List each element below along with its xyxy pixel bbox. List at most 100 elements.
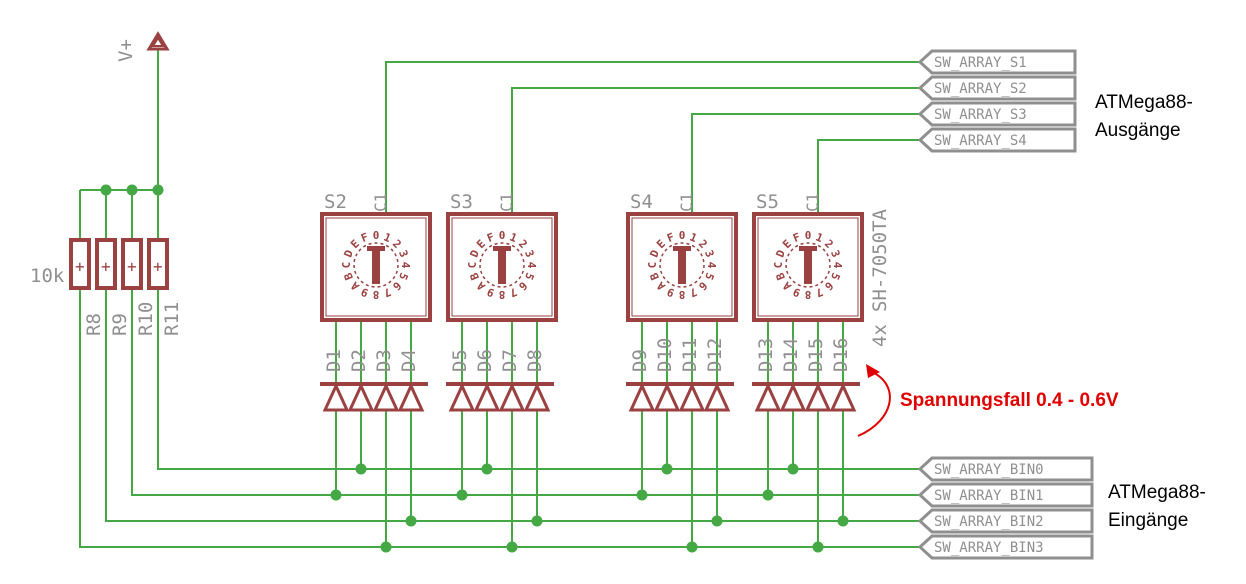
diode-name-label: D3 <box>373 349 395 372</box>
dial-character: F <box>359 230 370 245</box>
diode-triangle <box>397 382 425 412</box>
dial-character: 6 <box>696 279 710 293</box>
resistor-value-label: 10k <box>30 265 65 287</box>
dial-character: C <box>646 262 659 269</box>
input-port <box>917 482 1094 508</box>
dial-character: A <box>348 279 362 293</box>
resistor-plus-mark: + <box>153 257 163 276</box>
dial-pointer-top <box>493 246 511 251</box>
junction-dot <box>762 489 774 501</box>
dial-character: 9 <box>485 285 496 300</box>
dial-pointer-top <box>367 246 385 251</box>
diode-triangle <box>703 382 731 412</box>
output-port-label: SW_ARRAY_S1 <box>934 55 1027 71</box>
dial-character: 6 <box>822 279 836 293</box>
switch-pin-label: C1 <box>497 193 516 212</box>
supply-label: V+ <box>115 39 137 62</box>
dial-character: F <box>665 230 676 245</box>
diode-name-label: D9 <box>629 349 651 372</box>
switch-name-label: S3 <box>450 191 473 213</box>
junction-dot <box>456 489 468 501</box>
diode-triangle <box>754 382 782 412</box>
junction-dot <box>812 541 824 553</box>
dial-character: 4 <box>525 262 538 269</box>
diode-triangle <box>829 382 857 412</box>
input-port-label: SW_ARRAY_BIN0 <box>934 462 1044 478</box>
dial-character: 5 <box>828 271 843 282</box>
rotary-switch-inner <box>451 217 553 317</box>
dial-character: C <box>340 262 353 269</box>
dial-character: 7 <box>382 285 393 300</box>
resistor-body <box>147 238 169 290</box>
dial-character: B <box>467 270 482 281</box>
annotation-arrow <box>857 371 891 437</box>
switch-pin-label: C1 <box>677 193 696 212</box>
dial-character: 4 <box>705 262 718 269</box>
output-port-label: SW_ARRAY_S2 <box>934 81 1027 97</box>
junction-dot <box>330 489 342 501</box>
dial-character: 3 <box>396 248 411 259</box>
resistor-plus-mark: + <box>127 257 137 276</box>
dial-character: B <box>341 270 356 281</box>
diode-name-label: D7 <box>499 349 521 372</box>
dial-character: D <box>773 248 788 259</box>
dial-ring <box>659 242 705 288</box>
dial-character: 9 <box>359 285 370 300</box>
dial-character: 0 <box>679 229 686 242</box>
junction-dot <box>711 515 723 527</box>
input-bus-line <box>131 288 920 496</box>
junction-dot <box>661 463 673 475</box>
junction-dot <box>636 489 648 501</box>
switch-pin-label: C1 <box>803 193 822 212</box>
diode-name-label: D8 <box>524 349 546 372</box>
output-port <box>917 49 1077 75</box>
outputs-note-line2: Ausgänge <box>1095 120 1181 141</box>
input-bus-line <box>157 288 920 470</box>
dial-character: 1 <box>508 230 519 245</box>
dial-pointer-icon <box>372 246 380 284</box>
dial-character: D <box>341 248 356 259</box>
input-port-label: SW_ARRAY_BIN1 <box>934 488 1044 504</box>
dial-character: D <box>467 248 482 259</box>
diode-triangle <box>322 382 350 412</box>
output-port <box>917 75 1077 101</box>
junction-dot <box>355 463 367 475</box>
rotary-switch-inner <box>757 217 859 317</box>
diode-triangle <box>523 382 551 412</box>
rotary-switch-body <box>752 212 864 322</box>
ports: SW_ARRAY_S1SW_ARRAY_S2SW_ARRAY_S3SW_ARRA… <box>917 49 1094 560</box>
input-port <box>917 456 1094 482</box>
diode-name-label: D5 <box>449 349 471 372</box>
input-port <box>917 534 1094 560</box>
diode-name-label: D2 <box>348 349 370 372</box>
dial-pointer-icon <box>804 246 812 284</box>
dial-ring <box>353 242 399 288</box>
dial-character: 1 <box>382 230 393 245</box>
diode-name-label: D16 <box>830 338 852 372</box>
switch-common-wire <box>511 87 920 214</box>
dial-character: 6 <box>516 279 530 293</box>
input-bus-line <box>105 288 920 522</box>
switch-part-label: SH-7050TA <box>869 208 891 312</box>
junction-dot <box>100 184 112 196</box>
junction-dot <box>531 515 543 527</box>
dial-character: 7 <box>814 285 825 300</box>
resistor-body <box>95 238 117 290</box>
dial-character: 8 <box>499 288 506 301</box>
resistor-body <box>69 238 91 290</box>
resistor-name-label: R11 <box>161 302 183 336</box>
annotation-arrow-head-icon <box>866 364 880 378</box>
junction-dot <box>405 515 417 527</box>
outputs-note-line1: ATMega88- <box>1095 92 1193 113</box>
diode-name-label: D13 <box>755 338 777 372</box>
switch-common-wire <box>385 61 920 214</box>
rotary-switch-inner <box>325 217 427 317</box>
dial-character: 0 <box>373 229 380 242</box>
dial-character: 5 <box>702 271 717 282</box>
dial-character: C <box>466 262 479 269</box>
diode-triangle <box>448 382 476 412</box>
diode-triangle <box>473 382 501 412</box>
resistor-name-label: R9 <box>109 313 131 336</box>
dial-character: A <box>474 279 488 293</box>
